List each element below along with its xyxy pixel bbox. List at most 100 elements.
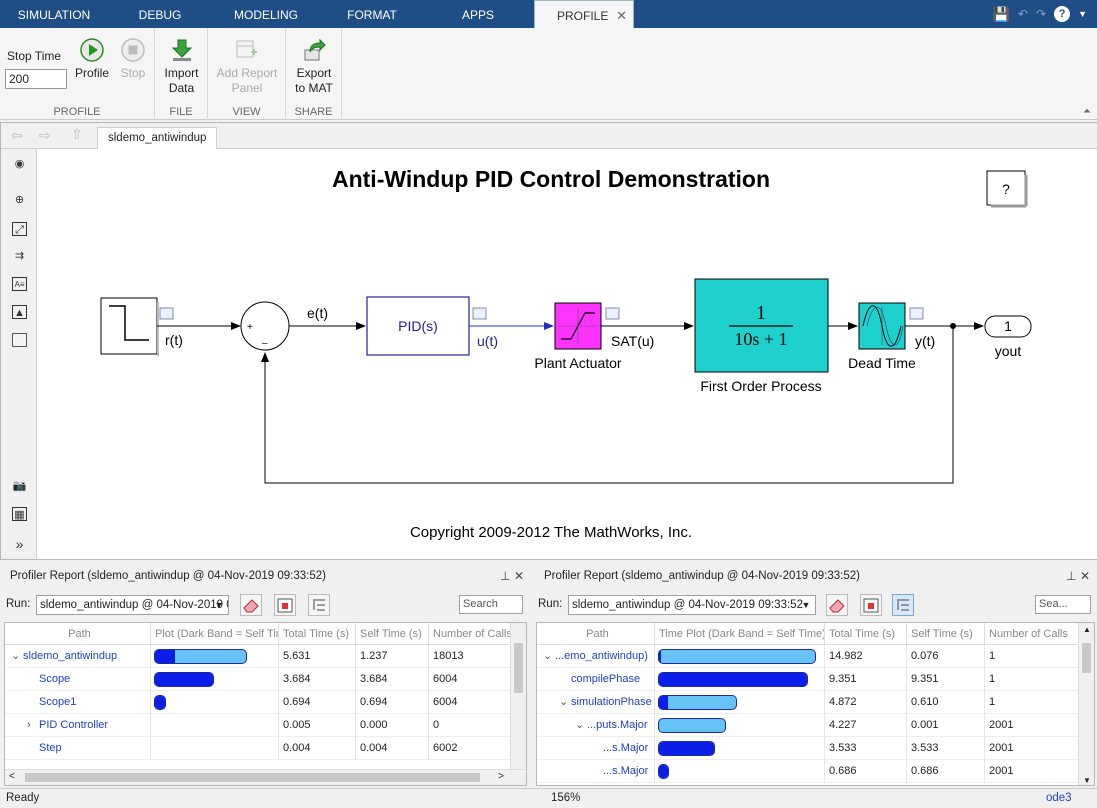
solver-link[interactable]: ode3 xyxy=(1046,792,1072,804)
cell-path[interactable]: ...s.Major xyxy=(537,760,655,783)
fit-view-icon[interactable]: ⤢ xyxy=(12,222,27,236)
redo-icon[interactable]: ↷ xyxy=(1036,7,1047,21)
cell-path[interactable]: Scope1 xyxy=(5,691,151,714)
chevron-down-icon[interactable]: ▼ xyxy=(1078,9,1087,19)
column-header-total-time[interactable]: Total Time (s) xyxy=(279,623,356,645)
tab-simulation[interactable]: SIMULATION xyxy=(17,8,91,22)
annotation-icon[interactable]: A≡ xyxy=(12,277,27,291)
signal-arrow-icon[interactable]: ⇉ xyxy=(14,250,25,262)
column-header-path[interactable]: Path xyxy=(5,623,151,645)
area-icon[interactable] xyxy=(12,333,27,347)
tab-profile[interactable]: PROFILE ✕ xyxy=(534,0,634,28)
vertical-scrollbar[interactable]: ▲▼ xyxy=(1078,623,1094,785)
outport-number: 1 xyxy=(1004,318,1012,334)
profile-button[interactable]: Profile xyxy=(73,38,111,81)
chevron-down-icon[interactable]: ⌄ xyxy=(575,719,585,731)
column-header-plot[interactable]: Time Plot (Dark Band = Self Time) xyxy=(655,623,825,645)
column-header-path[interactable]: Path xyxy=(537,623,655,645)
run-select[interactable]: sldemo_antiwindup @ 04-Nov-2019 09:33:52… xyxy=(568,595,816,615)
expand-sidebar-icon[interactable]: » xyxy=(15,536,24,552)
run-select[interactable]: sldemo_antiwindup @ 04-Nov-2019 09:33:52… xyxy=(36,595,229,615)
import-data-button[interactable]: Import Data xyxy=(159,38,204,96)
collapse-toolstrip-icon[interactable]: ⏶ xyxy=(1083,106,1091,117)
cell-path[interactable]: ⌄ sldemo_antiwindup xyxy=(5,645,151,668)
cell-path[interactable]: Step xyxy=(5,737,151,760)
back-icon[interactable]: ⇦ xyxy=(11,127,23,143)
hide-explorer-icon[interactable]: ◉ xyxy=(14,158,25,170)
chevron-right-icon[interactable]: › xyxy=(27,719,31,731)
column-header-calls[interactable]: Number of Calls xyxy=(985,623,1080,645)
zoom-in-icon[interactable]: ⊕ xyxy=(14,194,25,206)
breadcrumb-tab[interactable]: sldemo_antiwindup xyxy=(97,127,218,149)
diagram-canvas[interactable]: Anti-Windup PID Control Demonstration ? … xyxy=(37,149,1097,559)
close-icon[interactable]: ✕ xyxy=(616,8,627,23)
up-icon[interactable]: ⇧ xyxy=(71,126,83,142)
chevron-down-icon[interactable]: ⌄ xyxy=(543,650,553,662)
forward-icon[interactable]: ⇨ xyxy=(39,127,51,143)
close-icon[interactable]: ✕ xyxy=(514,569,525,583)
property-inspector-icon[interactable]: ▦ xyxy=(12,507,27,521)
column-header-total-time[interactable]: Total Time (s) xyxy=(825,623,907,645)
tab-apps[interactable]: APPS xyxy=(461,8,494,22)
column-header-plot[interactable]: Plot (Dark Band = Self Time) xyxy=(151,623,279,645)
close-icon[interactable]: ✕ xyxy=(1080,569,1091,583)
stop-button[interactable]: Stop xyxy=(115,38,151,81)
column-header-self-time[interactable]: Self Time (s) xyxy=(907,623,985,645)
horizontal-scrollbar[interactable]: <> xyxy=(5,769,526,785)
export-to-mat-button[interactable]: Export to MAT xyxy=(290,38,338,96)
camera-icon[interactable]: 📷 xyxy=(12,480,27,492)
column-header-self-time[interactable]: Self Time (s) xyxy=(356,623,429,645)
step-block[interactable] xyxy=(100,297,158,355)
pin-icon[interactable]: ⊥ xyxy=(1066,569,1077,583)
cell-path[interactable]: ⌄ simulationPhase xyxy=(537,691,655,714)
save-icon[interactable]: 💾 xyxy=(992,5,1010,22)
profiler-table[interactable]: Path Time Plot (Dark Band = Self Time) T… xyxy=(536,622,1095,786)
clear-button[interactable] xyxy=(240,594,262,616)
cell-path[interactable]: ⌄ ...emo_antiwindup) xyxy=(537,645,655,668)
chevron-down-icon[interactable]: ⌄ xyxy=(559,696,569,708)
tab-debug[interactable]: DEBUG xyxy=(138,8,182,22)
vertical-scrollbar[interactable] xyxy=(510,623,526,771)
eraser-icon xyxy=(243,599,259,613)
tree-view-button[interactable] xyxy=(308,594,330,616)
outport-yout[interactable] xyxy=(984,315,1032,338)
column-header-calls[interactable]: Number of Calls xyxy=(429,623,512,645)
clear-button[interactable] xyxy=(826,594,848,616)
cell-path[interactable]: compilePhase xyxy=(537,668,655,691)
pin-icon[interactable]: ⊥ xyxy=(500,569,511,583)
pid-controller-block[interactable] xyxy=(366,296,470,356)
cell-path[interactable]: › PID Controller xyxy=(5,714,151,737)
chevron-down-icon[interactable]: ⌄ xyxy=(11,650,21,662)
editor-navbar: ⇦ ⇨ ⇧ sldemo_antiwindup xyxy=(1,123,1097,149)
tree-view-button[interactable] xyxy=(892,594,914,616)
add-report-panel-button[interactable]: Add Report Panel xyxy=(212,38,282,96)
feedback-line[interactable] xyxy=(261,326,954,484)
tab-modeling[interactable]: MODELING xyxy=(233,8,298,22)
cell-path[interactable]: Scope xyxy=(5,668,151,691)
block-diagram[interactable]: Anti-Windup PID Control Demonstration ? … xyxy=(37,149,1097,559)
stop-time-input[interactable]: 200 xyxy=(5,69,67,89)
highlight-icon xyxy=(863,598,879,613)
search-input[interactable]: Sea... xyxy=(1035,595,1091,614)
image-icon[interactable]: ▲ xyxy=(12,305,27,319)
undo-icon[interactable]: ↶ xyxy=(1017,7,1029,21)
tab-format[interactable]: FORMAT xyxy=(347,8,397,22)
profiler-table[interactable]: Path Plot (Dark Band = Self Time) Total … xyxy=(4,622,527,786)
cell-path[interactable]: ⌄ ...puts.Major xyxy=(537,714,655,737)
highlight-block-button[interactable] xyxy=(860,594,882,616)
cell-path[interactable]: ...s.Major xyxy=(537,737,655,760)
help-icon[interactable]: ? xyxy=(1054,6,1071,22)
highlight-block-button[interactable] xyxy=(274,594,296,616)
search-input[interactable]: Search xyxy=(459,595,523,614)
